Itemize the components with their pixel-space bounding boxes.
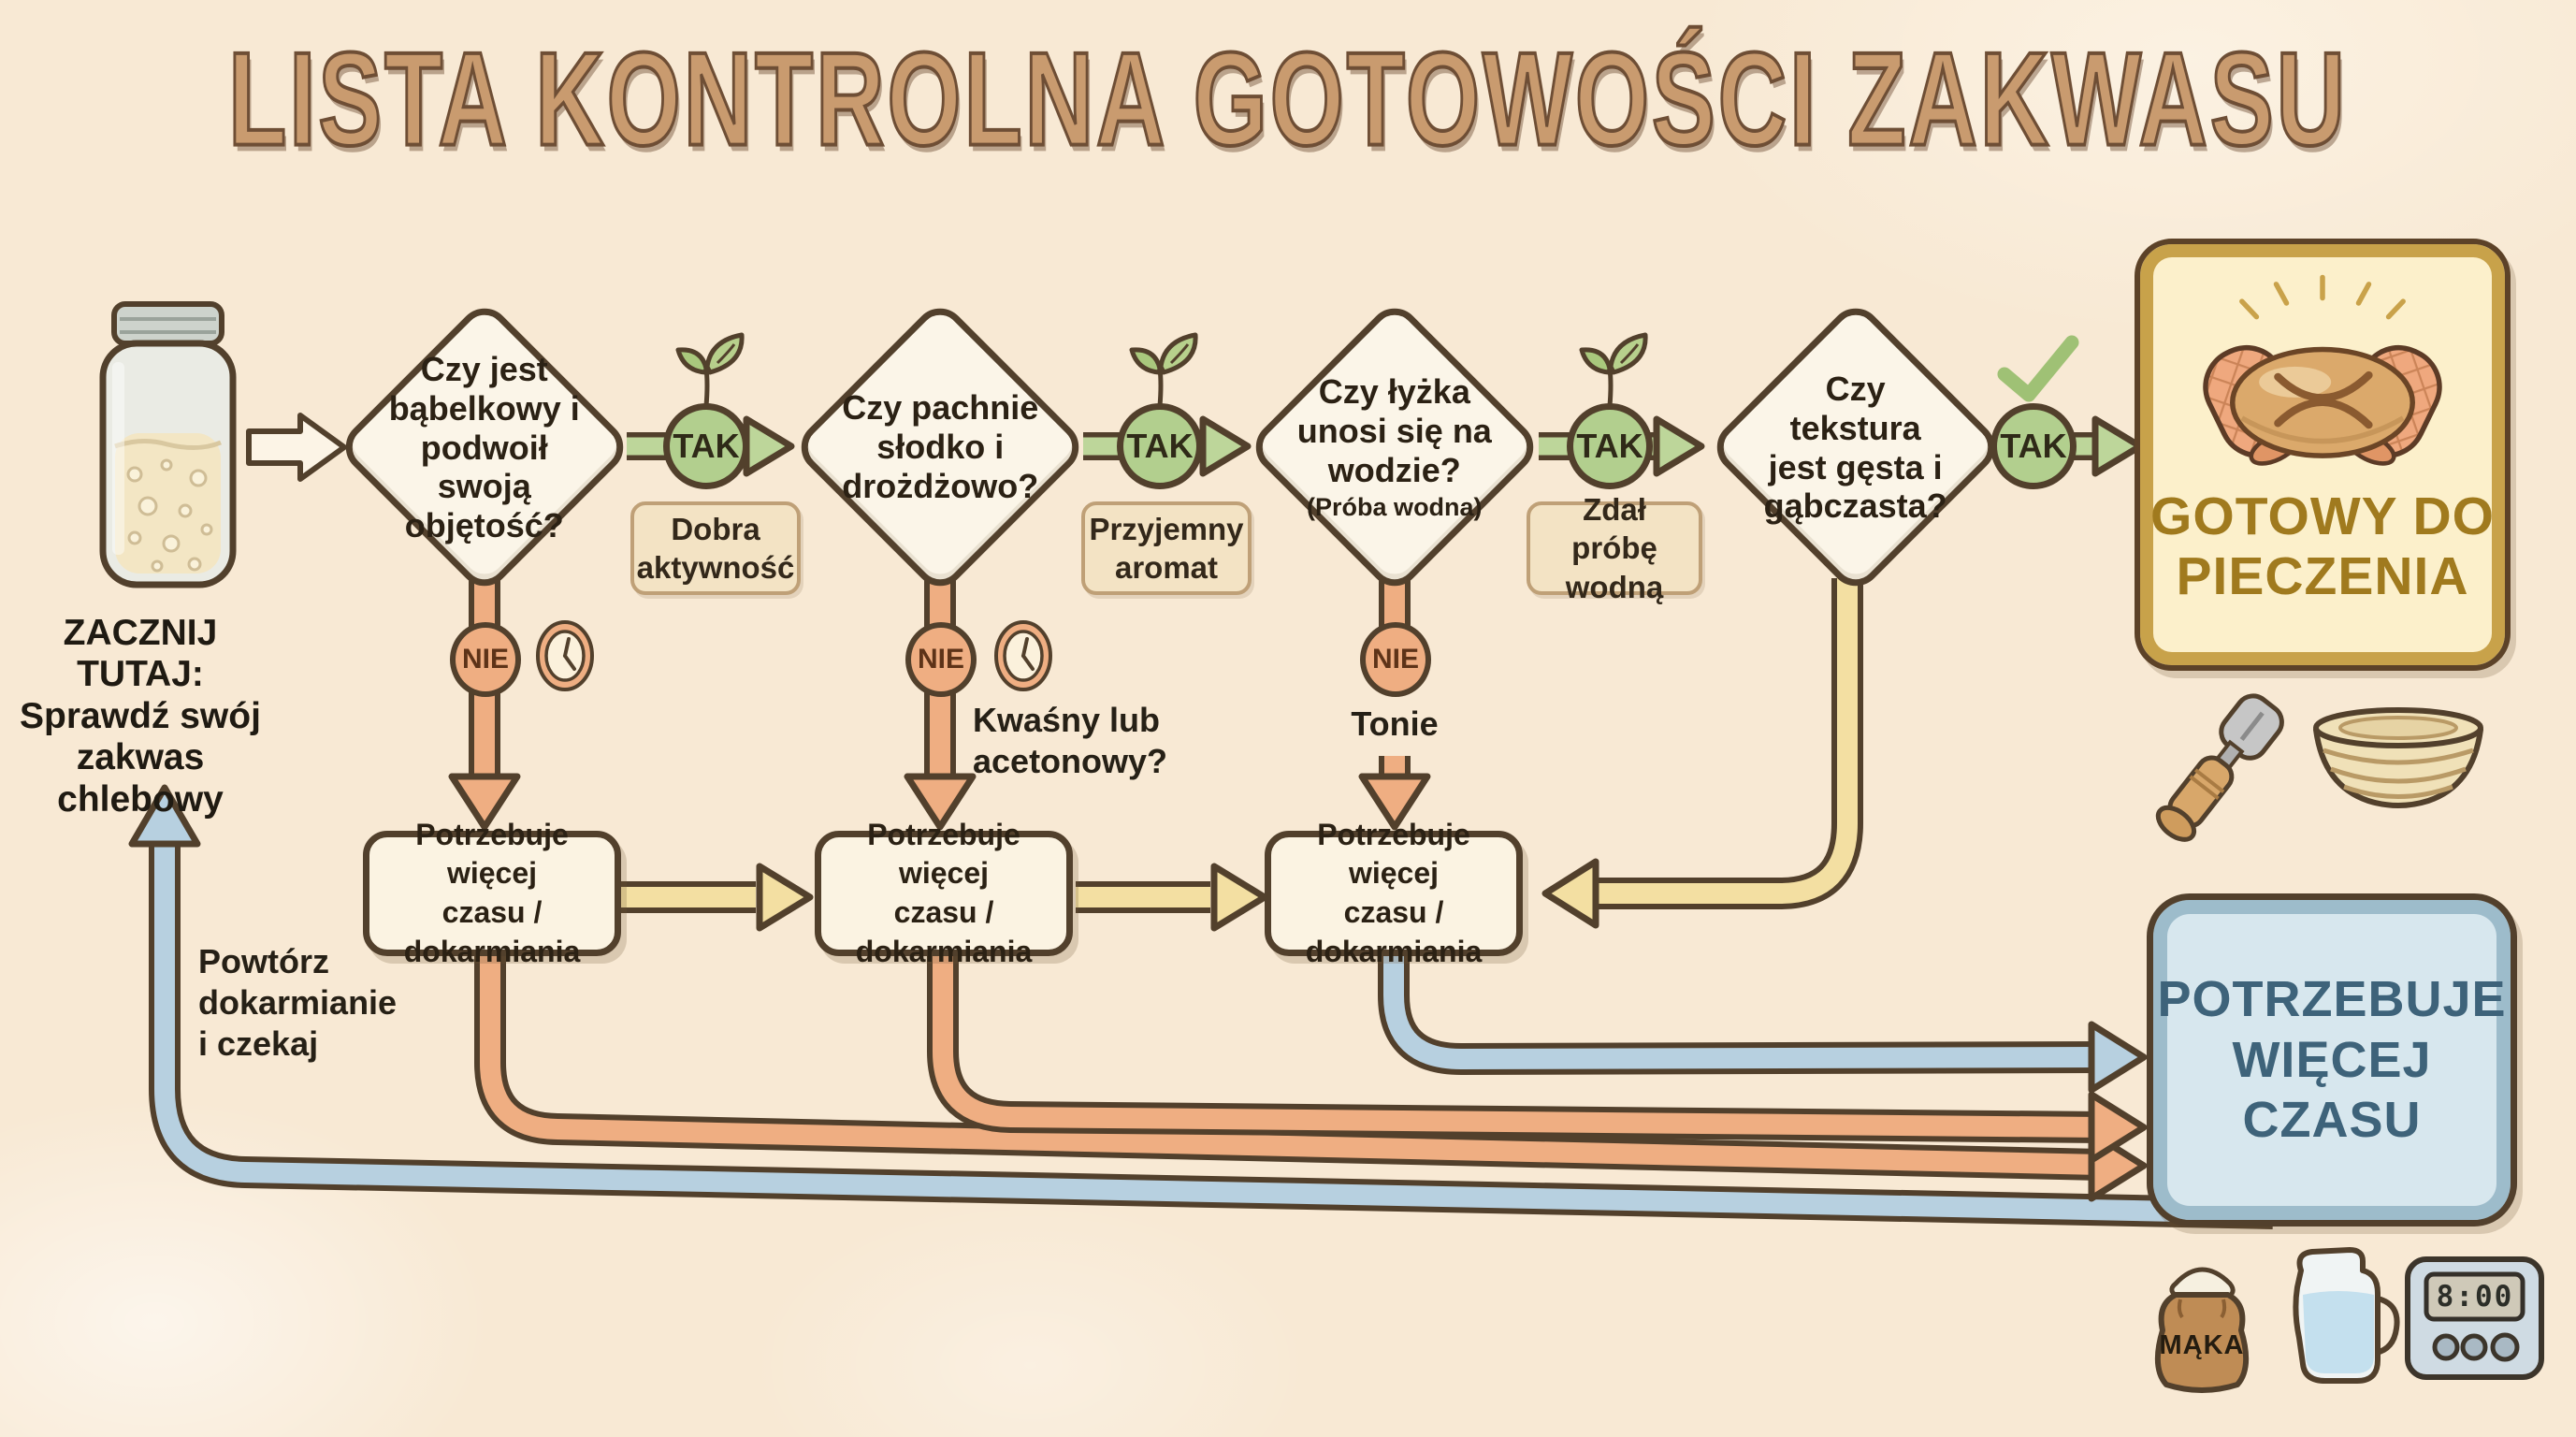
no-note-sour: Kwaśny lub acetonowy? bbox=[973, 701, 1168, 780]
no-badge-1: NIE bbox=[450, 622, 521, 697]
no-badge-3: NIE bbox=[1360, 622, 1431, 697]
sprout-icon bbox=[675, 332, 745, 408]
needs-more-time-box: POTRZEBUJE WIĘCEJ CZASU bbox=[2147, 893, 2517, 1227]
sprout-icon bbox=[1129, 332, 1198, 408]
start-arrow bbox=[246, 413, 347, 482]
yes-result-tag-1: Dobra aktywność bbox=[630, 501, 801, 595]
decision-question: Czy pachnie słodko i drożdżowo? bbox=[841, 388, 1039, 505]
kitchen-timer-icon bbox=[2405, 1256, 2544, 1380]
yes-badge-4: TAK bbox=[1990, 403, 2077, 489]
ready-to-bake-box: GOTOWY DO PIECZENIA bbox=[2135, 239, 2511, 671]
retry-box-2: Potrzebuje więcej czasu / dokarmiania bbox=[815, 818, 1073, 968]
decision-question: Czy łyżka unosi się na wodzie? bbox=[1296, 371, 1493, 489]
decision-question: Czy tekstura jest gęsta i gąbczasta? bbox=[1763, 369, 1948, 525]
flour-bag-icon bbox=[2154, 1267, 2250, 1393]
yes-result-tag-2: Przyjemny aromat bbox=[1081, 501, 1252, 595]
timer-display: 8:00 bbox=[2436, 1280, 2514, 1314]
yes-result-tag-3: Zdał próbę wodną bbox=[1527, 492, 1702, 604]
sprout-icon bbox=[1579, 332, 1648, 408]
kitchen-timer: 8:00 bbox=[2402, 1252, 2547, 1385]
proofing-basket-icon bbox=[2313, 707, 2483, 808]
loop-back-label: Powtórz dokarmianie i czekaj bbox=[198, 942, 398, 1063]
checkmark-icon bbox=[1997, 335, 2079, 402]
scoring-lame-icon bbox=[2155, 693, 2284, 842]
yes-badge-2: TAK bbox=[1117, 403, 1203, 489]
bread-oven-mitts-icon bbox=[2203, 274, 2442, 466]
yes-badge-1: TAK bbox=[663, 403, 749, 489]
loop-up-arrowhead bbox=[128, 784, 201, 848]
no-note-sinks: Tonie bbox=[1351, 704, 1439, 743]
no-badge-2: NIE bbox=[905, 622, 977, 697]
clock-icon bbox=[536, 620, 594, 691]
retry-box-3: Potrzebuje więcej czasu / dokarmiania bbox=[1265, 818, 1523, 968]
ready-to-bake-label: GOTOWY DO PIECZENIA bbox=[2150, 486, 2495, 606]
clock-icon bbox=[994, 620, 1052, 691]
decision-question: Czy jest bąbelkowy i podwoił swoją objęt… bbox=[388, 349, 581, 544]
starter-jar-icon bbox=[99, 301, 237, 588]
retry-box-1: Potrzebuje więcej czasu / dokarmiania bbox=[363, 818, 621, 968]
start-label: ZACZNIJ TUTAJ: Sprawdź swój zakwas chleb… bbox=[20, 613, 261, 820]
decision-question-note: (Próba wodna) bbox=[1307, 492, 1483, 521]
needs-more-time-label: POTRZEBUJE WIĘCEJ CZASU bbox=[2157, 970, 2507, 1149]
yes-badge-3: TAK bbox=[1567, 403, 1653, 489]
flour-bag: MĄKA bbox=[2136, 1241, 2267, 1400]
water-pitcher-icon bbox=[2293, 1247, 2400, 1384]
page-title: LISTA KONTROLNA GOTOWOŚCI ZAKWASU bbox=[227, 23, 2348, 175]
flour-bag-label: MĄKA bbox=[2159, 1330, 2245, 1360]
